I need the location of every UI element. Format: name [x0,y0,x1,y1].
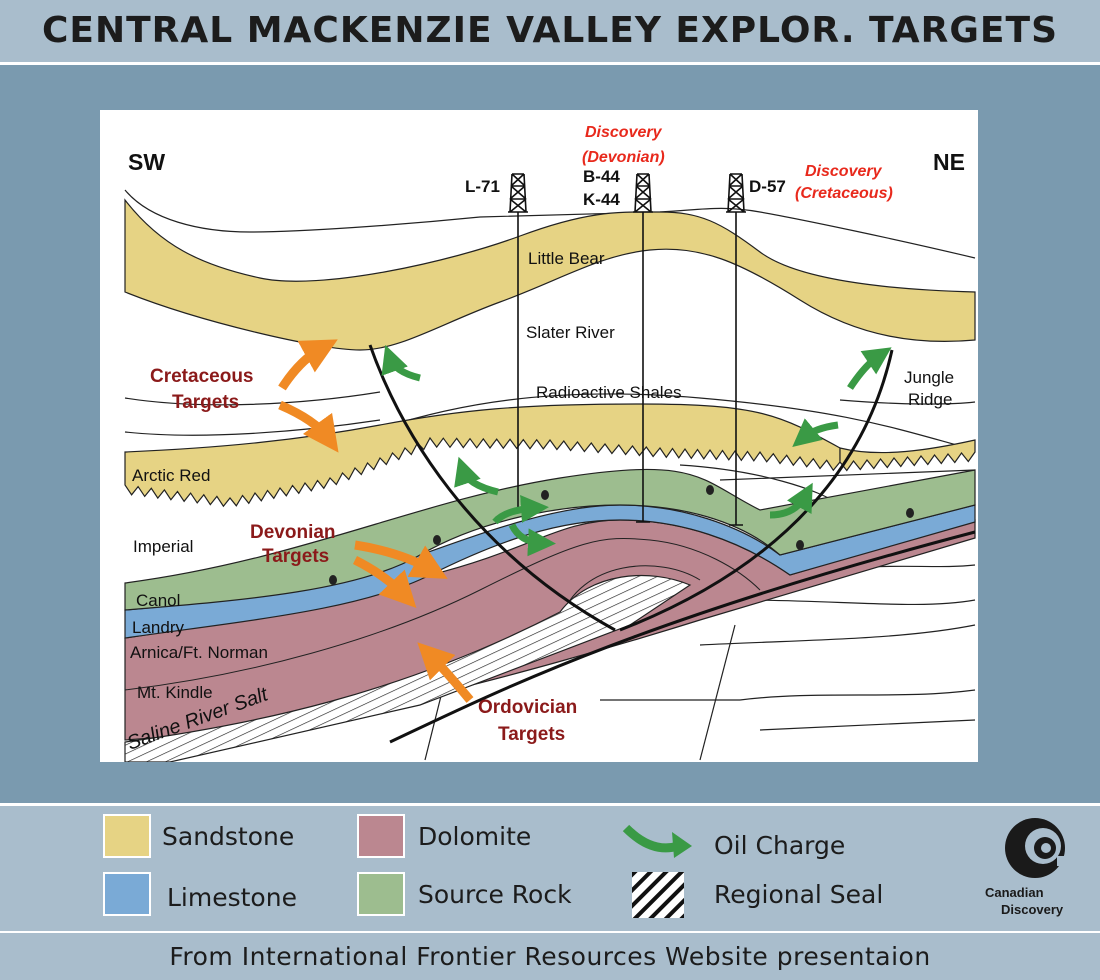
little-bear-sandstone [124,198,976,351]
legend-swatch-dolomite [357,814,405,858]
wells [517,212,743,526]
regional-seal-hatch-icon [632,872,684,918]
label-mt-kindle: Mt. Kindle [137,683,213,702]
devonian-targets-2: Targets [262,546,329,567]
well-label-l71: L-71 [465,177,500,196]
direction-ne: NE [933,149,965,175]
cross-section-diagram: SW NE L-71 B-44 K-44 D-57 Discovery (Dev… [100,110,978,763]
label-radioactive-shales: Radioactive Shales [536,383,682,402]
discovery-cretaceous-1: Discovery [805,163,883,180]
target-arrows [278,339,474,703]
legend: Sandstone Limestone Dolomite Source Rock… [0,803,1100,934]
detachment [389,530,976,744]
label-slater-river: Slater River [526,323,615,342]
faults [368,344,976,744]
oil-marker [433,535,441,545]
green-arrow [792,418,839,447]
label-arnica: Arnica/Ft. Norman [130,643,268,662]
label-ridge: Ridge [908,390,952,409]
discovery-cretaceous-2: (Cretaceous) [795,185,893,202]
legend-label-source-rock: Source Rock [418,880,572,909]
footer: From International Frontier Resources We… [0,933,1100,980]
west-fault [368,344,616,632]
label-little-bear: Little Bear [528,249,605,268]
orange-arrow [278,400,339,453]
oil-marker [906,508,914,518]
page-title: CENTRAL MACKENZIE VALLEY EXPLOR. TARGETS [41,10,1058,51]
surface-line [124,189,976,259]
legend-label-dolomite: Dolomite [418,822,532,851]
well-k44-bore [636,212,650,523]
well-d57-bore [729,212,743,526]
legend-swatch-sandstone [103,814,151,858]
green-arrow [769,482,813,519]
legend-swatch-limestone [103,872,151,916]
green-arrow [847,347,892,390]
oil-marker [329,575,337,585]
label-arctic-red: Arctic Red [132,466,210,485]
oil-marker [541,490,549,500]
legend-label-oil-charge: Oil Charge [714,831,846,860]
canadian-discovery-logo: Canadian Discovery [975,810,1085,928]
oil-charge-icon [622,824,692,858]
logo-swirl-icon [1005,818,1077,878]
well-label-d57: D-57 [749,177,786,196]
oil-charge-arrows [381,344,892,557]
ordovician-targets-2: Targets [498,724,565,745]
footer-source-text: From International Frontier Resources We… [169,942,931,971]
cretaceous-targets-2: Targets [172,392,239,413]
label-landry: Landry [132,618,184,637]
cretaceous-targets-1: Cretaceous [150,366,254,387]
logo-text-2: Discovery [1001,902,1064,917]
arctic-red-sandstone-east [839,439,976,472]
legend-label-limestone: Limestone [167,883,297,912]
well-label-k44: K-44 [583,190,620,209]
orange-arrow [278,339,338,391]
green-arrow [508,523,556,557]
title-bar: CENTRAL MACKENZIE VALLEY EXPLOR. TARGETS [0,0,1100,65]
orange-arrow [354,540,448,579]
logo-text-1: Canadian [985,885,1044,900]
green-arrow [492,494,549,525]
green-arrow [454,456,499,496]
oil-marker [706,485,714,495]
oil-marker [796,540,804,550]
devonian-targets-1: Devonian [250,522,336,543]
direction-sw: SW [128,149,165,175]
discovery-devonian-1: Discovery [585,124,663,141]
label-imperial: Imperial [133,537,193,556]
drilling-rig-icon [726,173,746,213]
drilling-rig-icon [508,173,528,213]
discovery-devonian-2: (Devonian) [582,149,665,166]
arctic-red-sandstone [124,403,841,508]
legend-label-regional-seal: Regional Seal [714,880,884,909]
well-label-b44: B-44 [583,167,620,186]
saline-river-salt [124,574,692,763]
east-fault [619,349,894,632]
ordovician-targets-1: Ordovician [478,697,577,718]
label-canol: Canol [136,591,180,610]
legend-label-sandstone: Sandstone [162,822,295,851]
drilling-rig-icon [633,173,653,213]
green-arrow [381,344,421,382]
legend-swatch-source-rock [357,872,405,916]
orange-arrow [417,642,474,703]
label-jungle: Jungle [904,368,954,387]
orange-arrow [352,555,417,609]
